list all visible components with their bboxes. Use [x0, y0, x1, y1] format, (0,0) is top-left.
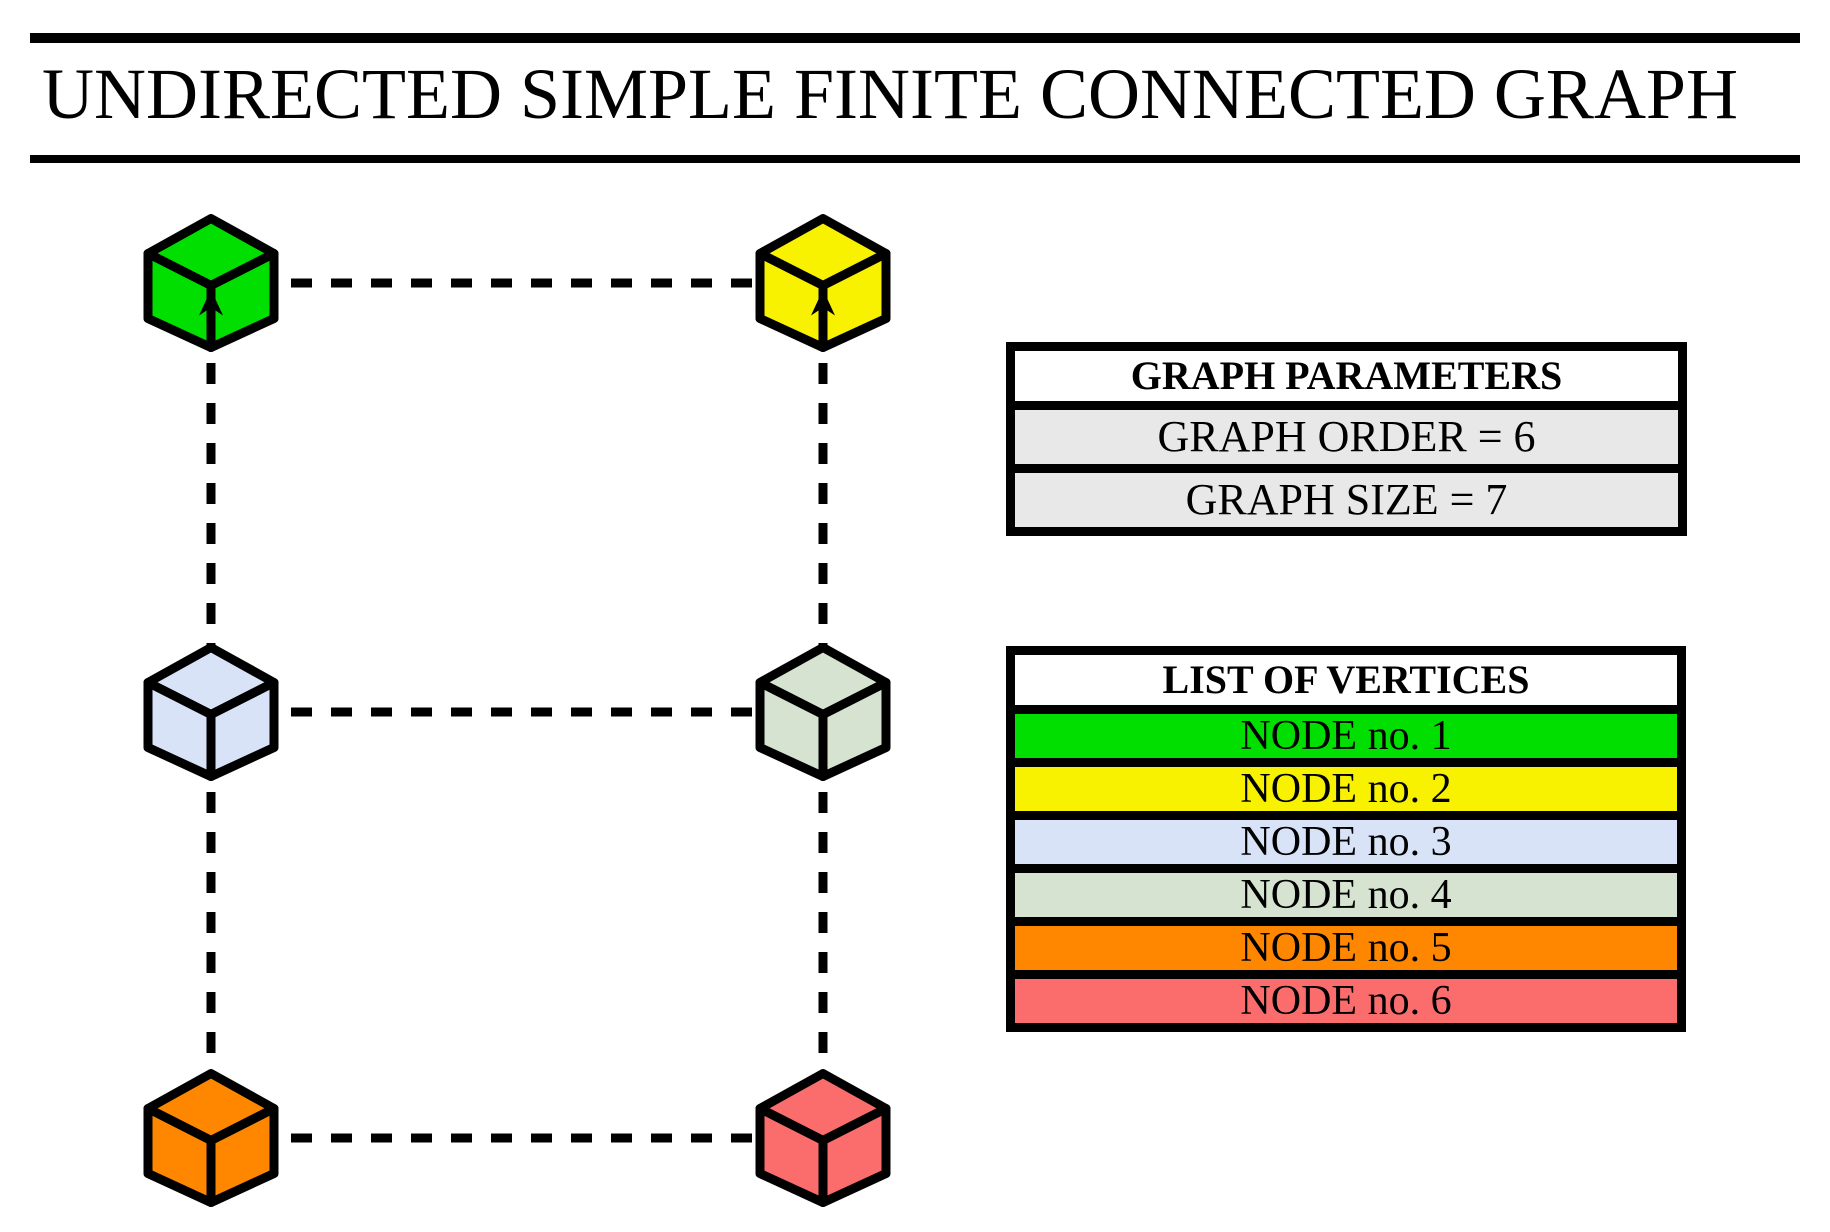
title-rule-bottom: [30, 155, 1800, 163]
node-cube: [755, 1069, 891, 1207]
node-cube: [755, 214, 891, 352]
title-rule-top: [30, 33, 1800, 43]
graph-parameters-table: GRAPH PARAMETERS GRAPH ORDER = 6 GRAPH S…: [1006, 342, 1687, 536]
node-cube: [755, 643, 891, 781]
list-of-vertices-header: LIST OF VERTICES: [1015, 655, 1677, 705]
vertex-row: NODE no. 4: [1015, 864, 1677, 918]
node-cube: [143, 1069, 279, 1207]
up-arrow-icon: [811, 289, 835, 316]
vertex-row: NODE no. 3: [1015, 811, 1677, 865]
graph-parameters-header: GRAPH PARAMETERS: [1015, 351, 1678, 401]
graph-size-row: GRAPH SIZE = 7: [1015, 464, 1678, 527]
page-title: UNDIRECTED SIMPLE FINITE CONNECTED GRAPH: [42, 54, 1738, 134]
vertex-row: NODE no. 6: [1015, 970, 1677, 1024]
vertex-row: NODE no. 5: [1015, 917, 1677, 971]
vertex-row: NODE no. 1: [1015, 705, 1677, 759]
node-cube: [143, 643, 279, 781]
graph-order-row: GRAPH ORDER = 6: [1015, 401, 1678, 464]
node-cube: [143, 214, 279, 352]
vertex-row: NODE no. 2: [1015, 758, 1677, 812]
up-arrow-icon: [199, 289, 223, 316]
